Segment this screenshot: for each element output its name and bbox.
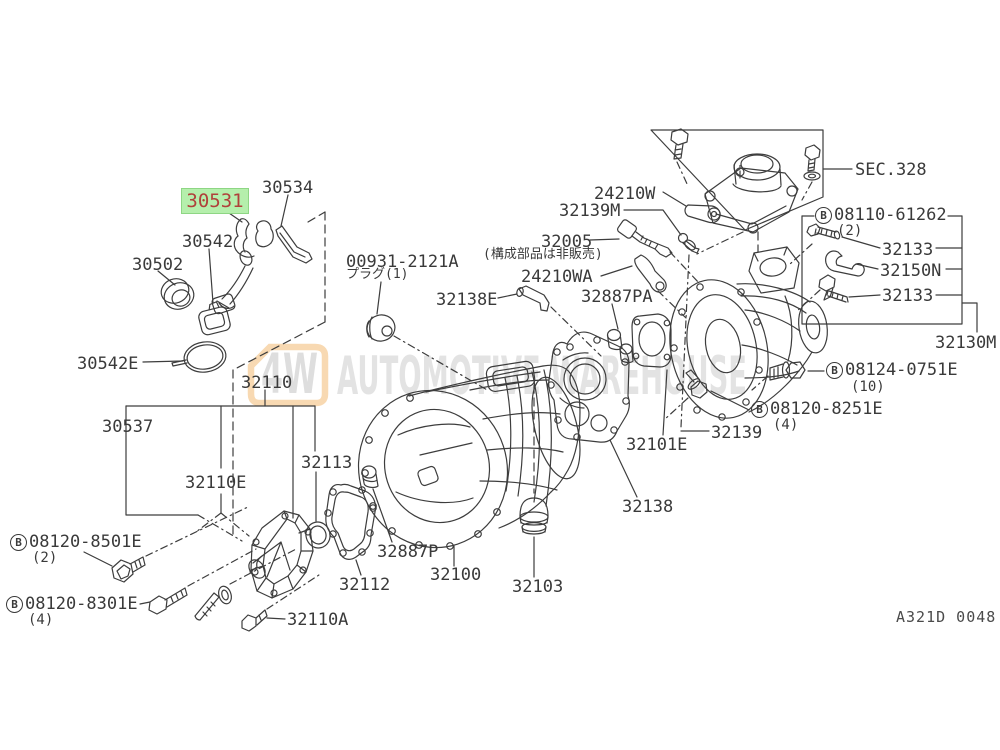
watermark-text: AUTOMOTIVE WAREHOUSE [337,346,747,407]
part-label-32130M[interactable]: 32130M [935,333,997,353]
part-label-32005-note: (構成部品は非販売) [483,247,603,262]
qty-08124: (10) [851,379,885,395]
part-label-32887P[interactable]: 32887P [377,542,439,562]
dowels-32887PA-drawing [606,328,634,364]
b-badge: B [6,596,23,613]
part-label-32138[interactable]: 32138 [622,497,674,517]
qty-08501: (2) [32,550,58,566]
gasket-32101E-drawing [631,313,672,368]
sec328-box [650,129,824,231]
part-label-32110E[interactable]: 32110E [185,473,247,493]
part-label-32887PA[interactable]: 32887PA [581,287,653,307]
part-label-00931-note: プラグ(1) [346,267,409,282]
part-label-32133-2[interactable]: 32133 [882,286,934,306]
part-label-32139[interactable]: 32139 [711,423,763,443]
pipe-32138E-drawing [516,285,550,312]
part-label-32138E[interactable]: 32138E [436,290,498,310]
part-label-32103[interactable]: 32103 [512,577,564,597]
bolt-32133a-drawing [806,223,841,240]
group-boundary-dashed [232,211,326,537]
part-label-30531[interactable]: 30531 [186,190,244,212]
bolt-32110A-drawing [241,609,268,632]
part-label-32133-1[interactable]: 32133 [882,240,934,260]
sensor-32005-drawing [617,219,673,258]
b-badge: B [815,207,832,224]
plug-00931-drawing [366,314,396,342]
part-label-32100[interactable]: 32100 [430,565,482,585]
lever-24210WA-drawing [634,254,667,293]
part-label-32139M[interactable]: 32139M [559,201,621,221]
screw-drawing [818,274,836,301]
retainer-30502-drawing [160,278,195,310]
shift-tower-drawing [704,153,799,234]
housing-32130M-drawing [669,246,828,421]
part-label-24210WA[interactable]: 24210WA [521,267,593,287]
part-label-24210W[interactable]: 24210W [594,184,656,204]
section-label-sec328[interactable]: SEC.328 [855,160,927,180]
bracket-lines [125,389,317,522]
part-label-00931-2121A[interactable]: 00931-2121A [346,252,459,272]
b-badge: B [826,362,843,379]
sec-bolt2-drawing [803,144,821,181]
gasket-32112-drawing [324,483,377,560]
b-badge: B [10,534,27,551]
qty-08301: (4) [28,612,54,628]
washer-drawing [218,585,232,605]
part-label-30542E[interactable]: 30542E [77,354,139,374]
lever-24210W-drawing [684,204,721,224]
b-badge: B [751,401,768,418]
part-label-30537[interactable]: 30537 [102,417,154,437]
qty-08110: (2) [837,223,863,239]
clamp-32150N-drawing [825,250,865,277]
fork-30531-drawing [211,218,274,315]
part-label-30542[interactable]: 30542 [182,232,234,252]
part-label-32113[interactable]: 32113 [301,453,353,473]
hardware-box [801,215,978,333]
part-label-32110[interactable]: 32110 [241,373,293,393]
pinion-32139M-drawing [677,232,700,254]
plug-32103-drawing [519,497,549,535]
ring-30542E-drawing [171,341,227,373]
part-label-30502[interactable]: 30502 [132,255,184,275]
watermark: 4W AUTOMOTIVE WAREHOUSE [247,342,747,407]
bolt-08124-drawing [769,361,806,381]
part-label-32101E[interactable]: 32101E [626,435,688,455]
bolt-08120-8301E-drawing [148,587,188,615]
diagram-code: A321D 0048 [896,608,997,626]
part-label-32110A[interactable]: 32110A [287,610,349,630]
watermark-badge-text: 4W [261,342,318,406]
stud-32110E-drawing [194,592,220,621]
qty-08251: (4) [773,417,799,433]
bolt-08120-8501E-drawing [111,556,146,583]
cover-drawing [248,510,314,599]
case-32100-drawing [357,360,581,550]
sec-bolt1-drawing [670,128,689,160]
stud-32133b-drawing [826,290,849,303]
part-label-32112[interactable]: 32112 [339,575,391,595]
plate-32138-drawing [547,331,630,443]
part-label-30531-highlight[interactable]: 30531 [181,188,249,214]
watermark-badge-outline [247,343,329,407]
rod-30534-drawing [275,225,313,264]
part-label-32005[interactable]: 32005 [541,232,593,252]
part-label-30534[interactable]: 30534 [262,178,314,198]
bolt-08251-drawing [685,369,708,399]
part-label-32150N[interactable]: 32150N [880,261,942,281]
